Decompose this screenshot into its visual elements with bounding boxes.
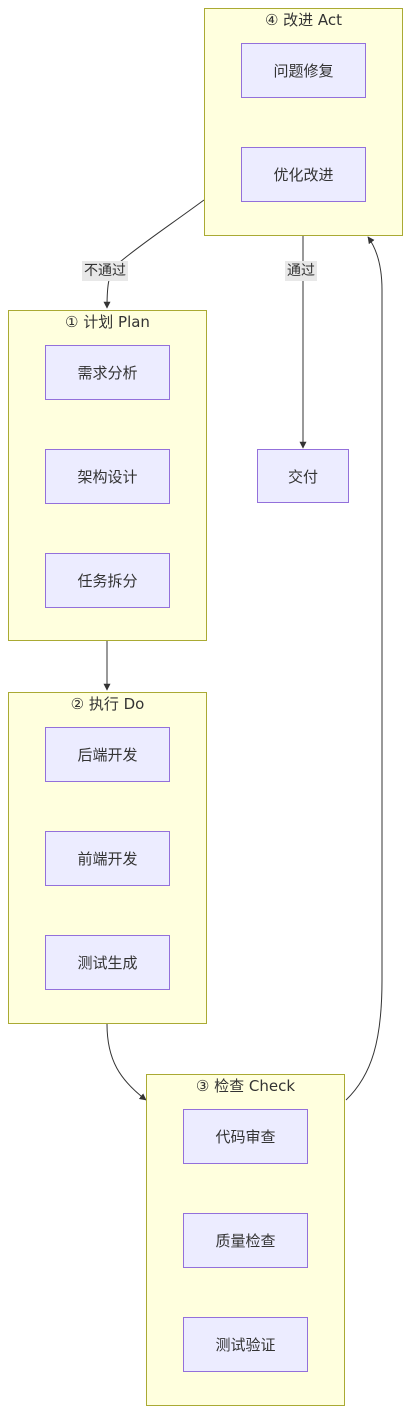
edge-label-fail: 不通过 — [82, 261, 128, 281]
node-issue-fix[interactable]: 问题修复 — [241, 43, 366, 98]
cluster-do-title: ② 执行 Do — [70, 695, 145, 713]
node-optimize[interactable]: 优化改进 — [241, 147, 366, 202]
node-architecture[interactable]: 架构设计 — [45, 449, 170, 504]
node-test-verify[interactable]: 测试验证 — [183, 1317, 308, 1372]
node-quality-check[interactable]: 质量检查 — [183, 1213, 308, 1268]
cluster-act-title: ④ 改进 Act — [264, 11, 343, 29]
cluster-plan: ① 计划 Plan 需求分析 架构设计 任务拆分 — [8, 310, 207, 641]
edge-check-to-act — [345, 236, 383, 1101]
node-task-split[interactable]: 任务拆分 — [45, 553, 170, 608]
edge-do-to-check — [106, 1023, 147, 1101]
edge-label-pass: 通过 — [285, 261, 317, 281]
cluster-plan-title: ① 计划 Plan — [65, 313, 150, 331]
cluster-do: ② 执行 Do 后端开发 前端开发 测试生成 — [8, 692, 207, 1024]
node-requirements[interactable]: 需求分析 — [45, 345, 170, 400]
cluster-act: ④ 改进 Act 问题修复 优化改进 — [204, 8, 403, 236]
cluster-check: ③ 检查 Check 代码审查 质量检查 测试验证 — [146, 1074, 345, 1406]
edge-act-to-plan — [103, 199, 205, 309]
cluster-check-title: ③ 检查 Check — [195, 1077, 296, 1095]
node-test-gen[interactable]: 测试生成 — [45, 935, 170, 990]
node-backend-dev[interactable]: 后端开发 — [45, 727, 170, 782]
node-frontend-dev[interactable]: 前端开发 — [45, 831, 170, 886]
node-code-review[interactable]: 代码审查 — [183, 1109, 308, 1164]
node-deliver[interactable]: 交付 — [257, 449, 349, 503]
